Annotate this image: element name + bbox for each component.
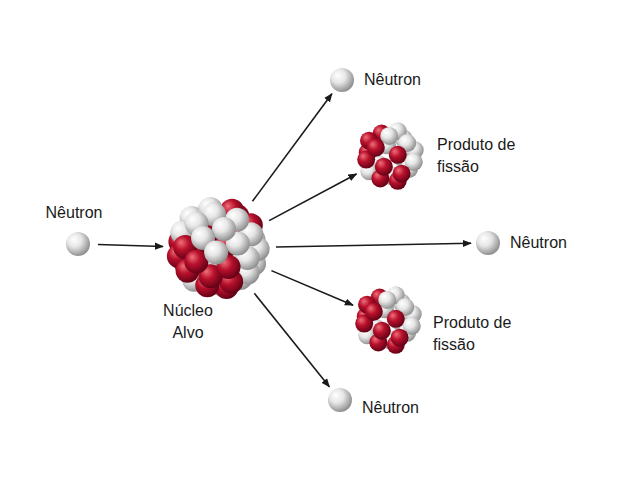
proton-sphere bbox=[393, 165, 411, 183]
proton-sphere bbox=[389, 146, 407, 164]
proton-sphere bbox=[375, 158, 393, 176]
fission-product: Produto de fissão bbox=[357, 123, 423, 189]
fission-product-graphic bbox=[357, 123, 423, 189]
neutron-sphere bbox=[380, 127, 398, 145]
proton-sphere bbox=[367, 139, 385, 157]
arrow-connector bbox=[271, 271, 353, 306]
target-nucleus: Núcleo Alvo bbox=[168, 198, 268, 298]
arrow-connector bbox=[276, 243, 471, 247]
particle-label: Produto de fissão bbox=[433, 312, 537, 356]
neutron-sphere bbox=[66, 232, 90, 256]
target-nucleus-graphic bbox=[168, 198, 268, 298]
proton-sphere bbox=[373, 322, 391, 340]
particle-label: Produto de fissão bbox=[437, 134, 541, 178]
neutron-particle-graphic bbox=[330, 68, 354, 92]
particle-label: Nêutron bbox=[362, 397, 452, 419]
proton-sphere bbox=[387, 310, 405, 328]
arrow-connector bbox=[98, 245, 163, 247]
neutron-particle: Nêutron bbox=[476, 231, 500, 255]
neutron-particle-graphic bbox=[476, 231, 500, 255]
neutron-particle: Nêutron bbox=[66, 232, 90, 256]
neutron-sphere bbox=[378, 291, 396, 309]
fission-product: Produto de fissão bbox=[355, 287, 421, 353]
neutron-sphere bbox=[476, 231, 500, 255]
neutron-particle: Nêutron bbox=[328, 388, 352, 412]
neutron-sphere bbox=[212, 217, 236, 241]
neutron-particle-graphic bbox=[328, 388, 352, 412]
particle-label: Nêutron bbox=[510, 232, 600, 254]
proton-sphere bbox=[365, 303, 383, 321]
proton-sphere bbox=[391, 329, 409, 347]
neutron-particle: Nêutron bbox=[330, 68, 354, 92]
particle-label: Nêutron bbox=[29, 202, 119, 224]
neutron-sphere bbox=[330, 68, 354, 92]
neutron-sphere bbox=[328, 388, 352, 412]
arrow-connector bbox=[269, 174, 356, 221]
particle-label: Nêutron bbox=[364, 69, 454, 91]
neutron-sphere bbox=[204, 241, 228, 265]
particle-label: Núcleo Alvo bbox=[156, 300, 220, 344]
arrow-connector bbox=[254, 293, 329, 387]
fission-product-graphic bbox=[355, 287, 421, 353]
neutron-particle-graphic bbox=[66, 232, 90, 256]
arrow-connector bbox=[252, 94, 331, 202]
